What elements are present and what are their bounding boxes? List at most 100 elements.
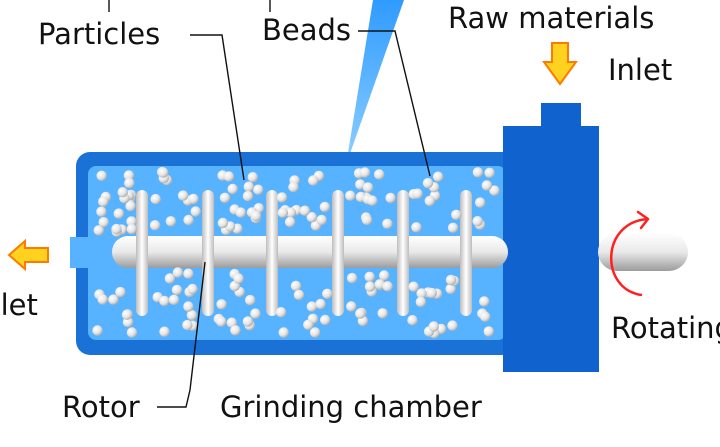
bead [428,321,439,332]
leader-lines [108,0,431,408]
bead [183,301,194,312]
bead [382,218,393,229]
bead [306,301,318,312]
bead [415,296,427,308]
bead [309,327,321,338]
bead [299,205,311,216]
bead [182,319,193,331]
bead [377,308,388,319]
bead [245,294,256,306]
bead [158,167,169,178]
bead [432,171,444,182]
bead [345,190,356,201]
bead [93,225,105,236]
label-particles: Particles [38,17,161,51]
bead-beam [346,0,404,165]
bead [426,287,437,299]
bead [108,294,119,305]
rotor-disc [460,190,472,316]
bead [216,316,227,327]
bead [125,200,136,212]
bead [361,214,373,226]
bead [481,180,493,191]
bead [97,294,108,305]
arrow-down-icon [542,42,578,86]
bead [115,286,126,298]
label-rotating: Rotating [611,311,720,345]
bead [186,310,198,321]
rotation-arrow-icon [610,210,650,297]
bead [288,181,299,193]
bead [411,222,422,233]
bead [484,167,495,178]
rotor-shaft [112,236,508,268]
bead [219,192,231,203]
bead [223,171,235,182]
bead [126,327,138,338]
bead [303,319,314,330]
bead [217,217,229,229]
label-grinding-chamber: Grinding chamber [220,390,482,424]
bead [412,188,423,199]
bead [123,170,135,181]
bead [183,268,194,279]
bead [183,214,194,226]
bead [359,167,371,178]
bead [445,274,457,286]
bead [159,326,170,337]
bead [385,192,396,204]
bead [362,182,374,193]
bead [187,283,198,295]
bead [447,320,458,331]
bead [188,193,199,205]
bead [111,223,122,235]
bead [159,295,170,307]
bead [322,288,333,299]
bead [216,299,227,310]
bead [247,172,258,183]
grinding-beads [92,166,500,339]
particles-leader [190,34,245,181]
bead [98,196,109,207]
motor-block [503,126,599,372]
bead [308,175,319,186]
bead [422,177,434,189]
label-beads: Beads [262,13,352,47]
rotor-disc [332,190,344,316]
label-rotor: Rotor [62,390,140,424]
bead [243,181,254,192]
bead [235,207,246,218]
bead [316,214,327,226]
bead [416,288,427,299]
bead [285,207,297,218]
bead [250,210,262,222]
outlet-notch [70,237,94,268]
bead [479,296,490,307]
bead [367,195,378,206]
arrow-left-icon [7,238,49,272]
bead [278,327,289,338]
bead [374,279,385,290]
label-inlet: Inlet [608,53,673,87]
bead [164,273,176,284]
bead [364,271,375,282]
bead [276,192,288,203]
bead [113,208,125,219]
bead [96,170,107,181]
bead [445,283,456,295]
bead [149,220,161,231]
bead [242,190,254,202]
bead [293,289,305,301]
bead [489,185,500,196]
bead [124,177,135,189]
bead [472,216,483,227]
bead [408,281,419,292]
bead [306,212,317,223]
bead [172,267,184,278]
bead [168,294,180,305]
bead [121,309,133,320]
bead [315,298,326,310]
bead [92,325,103,336]
